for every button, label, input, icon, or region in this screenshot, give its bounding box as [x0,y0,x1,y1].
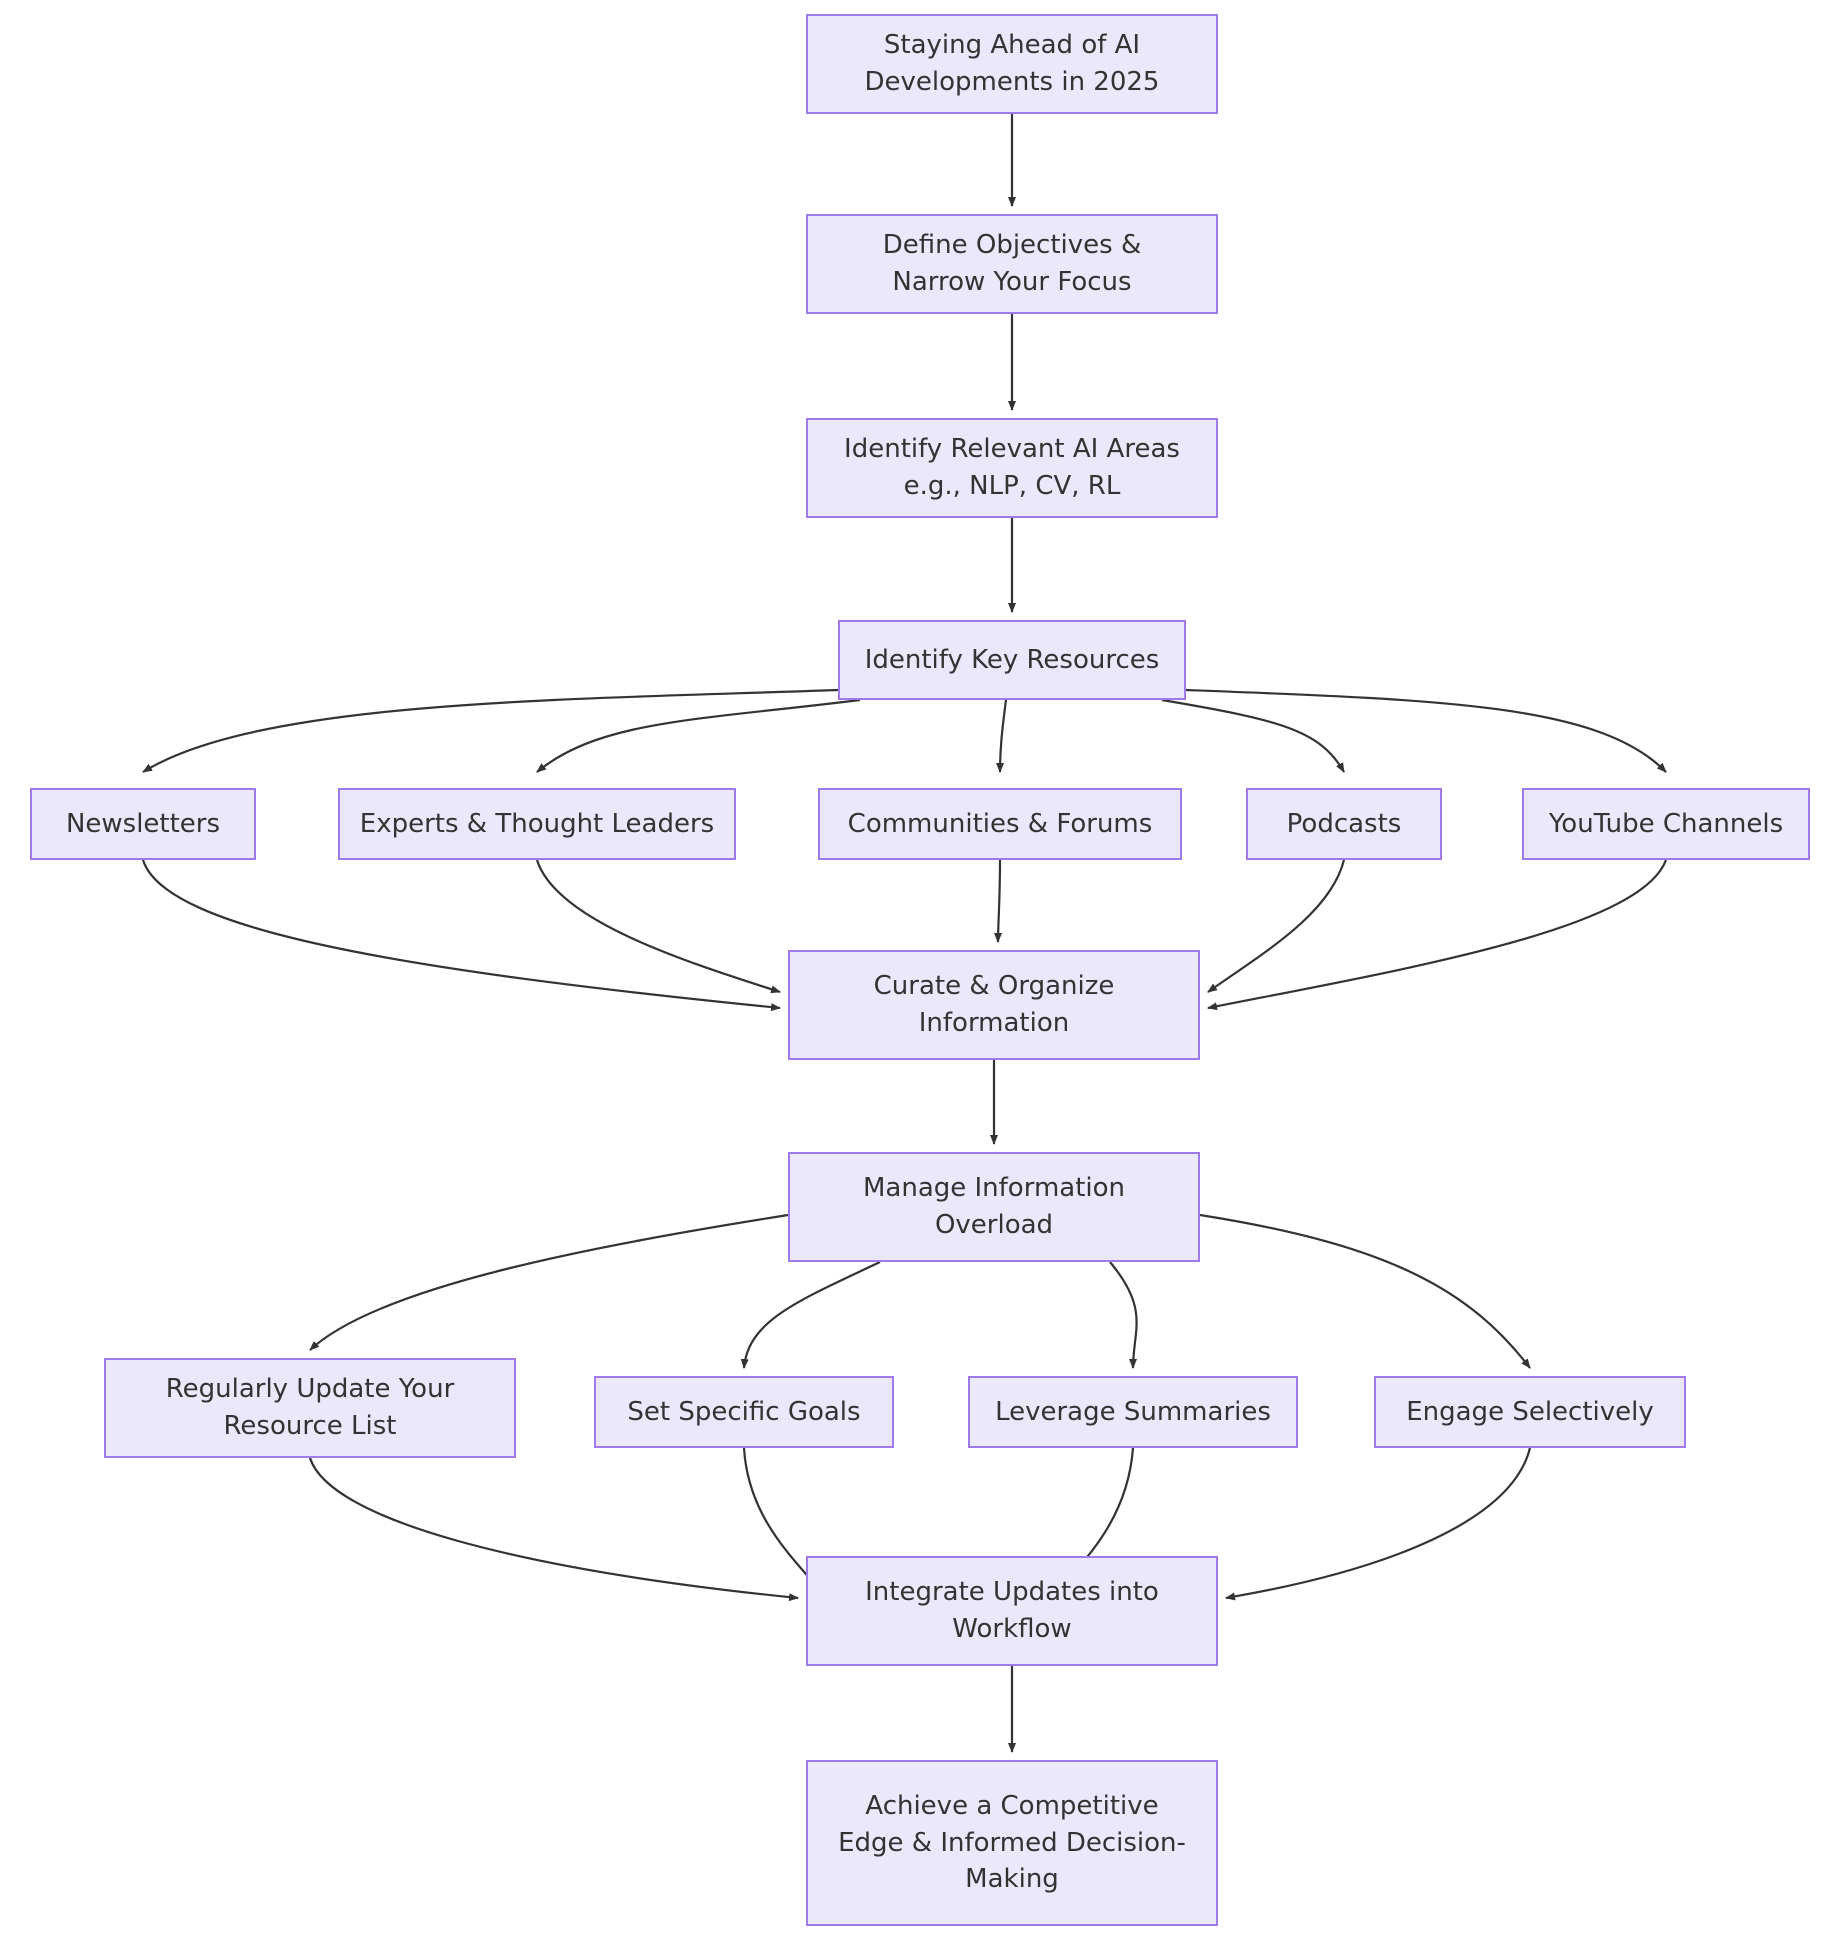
edge-newsletters-curate [141,859,781,1012]
node-goals[interactable]: Set Specific Goals [594,1376,894,1448]
edge-update-integrate [308,1457,799,1602]
node-overload[interactable]: Manage Information Overload [788,1152,1200,1262]
edge-engage-integrate [1225,1447,1532,1601]
node-resources[interactable]: Identify Key Resources [838,620,1186,700]
node-achieve[interactable]: Achieve a Competitive Edge & Informed De… [806,1760,1218,1926]
node-summaries[interactable]: Leverage Summaries [968,1376,1298,1448]
node-areas[interactable]: Identify Relevant AI Areas e.g., NLP, CV… [806,418,1218,518]
edge-overload-goals [740,1261,881,1369]
edge-resources-podcasts [1161,698,1345,773]
edge-youtube-curate [1207,859,1668,1011]
node-newsletters[interactable]: Newsletters [30,788,256,860]
node-experts[interactable]: Experts & Thought Leaders [338,788,736,860]
node-youtube[interactable]: YouTube Channels [1522,788,1810,860]
edge-overload-engage [1199,1213,1531,1369]
edge-experts-curate [535,859,781,994]
node-podcasts[interactable]: Podcasts [1246,788,1442,860]
node-communities[interactable]: Communities & Forums [818,788,1182,860]
edge-resources-newsletters [142,688,839,773]
node-start[interactable]: Staying Ahead of AI Developments in 2025 [806,14,1218,114]
node-curate[interactable]: Curate & Organize Information [788,950,1200,1060]
node-integrate[interactable]: Integrate Updates into Workflow [806,1556,1218,1666]
edge-overload-update [309,1213,789,1351]
edge-resources-experts [536,698,861,773]
edge-resources-communities [996,699,1008,773]
node-update[interactable]: Regularly Update Your Resource List [104,1358,516,1458]
edge-communities-curate [994,859,1003,943]
edge-resources-youtube [1185,688,1667,773]
edge-podcasts-curate [1207,859,1346,993]
node-define[interactable]: Define Objectives & Narrow Your Focus [806,214,1218,314]
node-engage[interactable]: Engage Selectively [1374,1376,1686,1448]
edge-overload-summaries [1109,1261,1138,1369]
